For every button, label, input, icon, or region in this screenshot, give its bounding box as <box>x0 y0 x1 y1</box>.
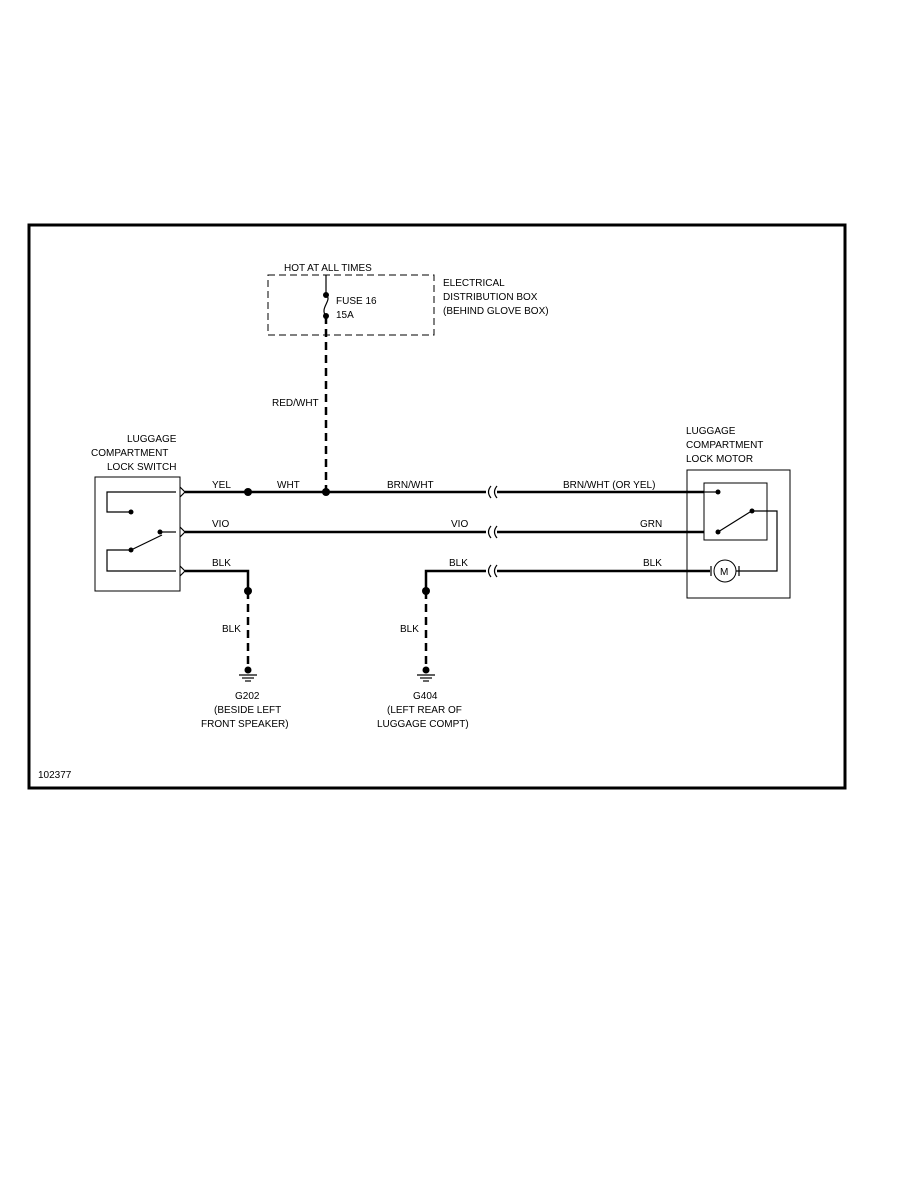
fuse-element-icon <box>323 294 329 317</box>
g202-id: G202 <box>235 691 260 702</box>
distribution-box-label-1: ELECTRICAL <box>443 278 505 289</box>
grn-wire-label: GRN <box>640 519 662 530</box>
switch-internal-top <box>106 491 176 513</box>
inline-connector-icon <box>487 485 498 499</box>
brn-wht-wire-label: BRN/WHT <box>387 480 434 491</box>
lock-motor-label-2: COMPARTMENT <box>686 440 763 451</box>
hot-at-all-times-label: HOT AT ALL TIMES <box>284 263 372 274</box>
ground-terminal <box>244 666 252 674</box>
switch-internal-bottom <box>106 549 176 572</box>
lock-switch-label-2: COMPARTMENT <box>91 448 168 459</box>
motor-switch-blade-icon <box>717 511 751 533</box>
blk-wire-label-left: BLK <box>212 558 231 569</box>
fuse-rating-label: 15A <box>336 310 354 321</box>
blk-wire-motor-ground <box>424 569 486 591</box>
motor-symbol: M <box>720 567 728 578</box>
connector-chevron-icon <box>179 486 186 498</box>
switch-contact-top <box>128 509 134 515</box>
lock-switch-label-3: LOCK SWITCH <box>107 462 176 473</box>
g404-location-1: (LEFT REAR OF <box>387 705 462 716</box>
lock-switch-label-1: LUGGAGE <box>127 434 177 445</box>
fuse-label: FUSE 16 <box>336 296 377 307</box>
vio-wire-label-left: VIO <box>212 519 229 530</box>
blk-wire-switch-ground <box>185 569 250 591</box>
distribution-box-label-2: DISTRIBUTION BOX <box>443 292 538 303</box>
blk-wire-label-right: BLK <box>643 558 662 569</box>
brn-wht-or-yel-wire-label: BRN/WHT (OR YEL) <box>563 480 655 491</box>
lock-switch-box <box>94 476 181 592</box>
inline-connector-icon <box>487 564 498 578</box>
blk-wire-label-mid: BLK <box>449 558 468 569</box>
yel-wire-label: YEL <box>212 480 231 491</box>
figure-id: 102377 <box>38 770 72 781</box>
vio-wire-label-right: VIO <box>451 519 468 530</box>
motor-icon <box>713 559 737 583</box>
motor-internal-lead <box>736 510 778 572</box>
g404-id: G404 <box>413 691 438 702</box>
distribution-box-label-3: (BEHIND GLOVE BOX) <box>443 306 549 317</box>
lock-motor-box <box>686 469 791 599</box>
ground-terminal <box>422 666 430 674</box>
blk-ground-label-left: BLK <box>222 624 241 635</box>
distribution-box-outline <box>267 274 435 336</box>
g202-location-2: FRONT SPEAKER) <box>201 719 289 730</box>
switch-blade-icon <box>130 534 163 551</box>
g404-location-2: LUGGAGE COMPT) <box>377 719 469 730</box>
connector-chevron-icon <box>179 565 186 577</box>
red-wht-wire-label: RED/WHT <box>272 398 319 409</box>
lock-motor-label-1: LUGGAGE <box>686 426 736 437</box>
blk-ground-label-right: BLK <box>400 624 419 635</box>
wht-wire-label: WHT <box>277 480 300 491</box>
lock-motor-label-3: LOCK MOTOR <box>686 454 753 465</box>
diagram-frame <box>27 223 847 790</box>
connector-chevron-icon <box>179 526 186 538</box>
switch-contact-mid <box>157 529 163 535</box>
g202-location-1: (BESIDE LEFT <box>214 705 281 716</box>
inline-connector-icon <box>487 525 498 539</box>
